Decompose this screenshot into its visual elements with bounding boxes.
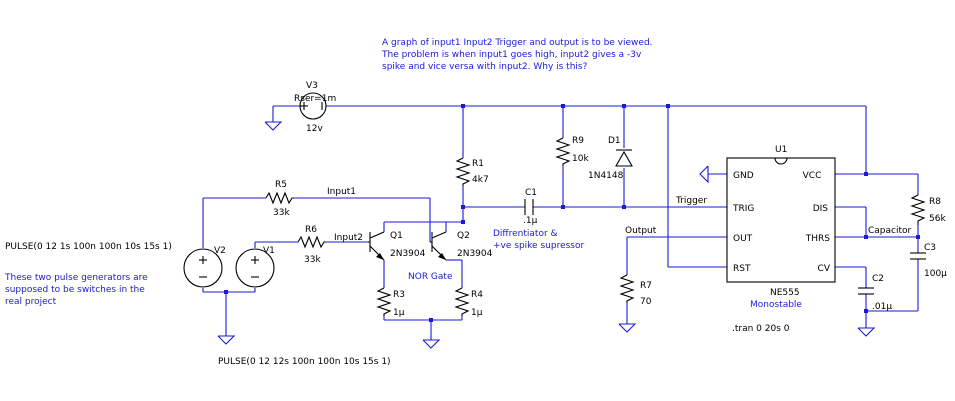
d1-name: D1 <box>608 136 621 146</box>
r5-name: R5 <box>275 180 287 190</box>
r8-value: 56k <box>929 214 946 224</box>
junction-dots <box>224 104 920 322</box>
q1-value: 2N3904 <box>390 249 426 259</box>
resistor-r4 <box>454 287 470 316</box>
ne555-chip <box>726 157 836 283</box>
switches-note-1: These two pulse generators are <box>4 273 148 283</box>
v3-param: Rser=1m <box>294 94 336 104</box>
differentiator-note-2: +ve spike supressor <box>493 241 584 251</box>
pin-cv: CV <box>818 264 831 274</box>
capacitor-c3 <box>910 252 926 260</box>
resistor-r8 <box>910 194 926 225</box>
resistor-r9 <box>555 137 571 166</box>
r1-name: R1 <box>472 159 484 169</box>
c1-value: .1µ <box>523 216 538 226</box>
r1-value: 4k7 <box>472 175 489 185</box>
u1-value: NE555 <box>770 288 800 298</box>
pin-gnd: GND <box>733 171 754 181</box>
v2-source <box>183 248 223 288</box>
nor-gate-note: NOR Gate <box>408 272 453 282</box>
resistor-r7 <box>619 274 635 303</box>
capacitor-c1 <box>524 199 534 215</box>
pin-dis: DIS <box>813 204 829 214</box>
pin-trig: TRIG <box>732 204 754 214</box>
differentiator-note-1: Diffrentiator & <box>493 229 558 239</box>
ground-symbols <box>217 121 876 349</box>
r8-name: R8 <box>929 197 941 207</box>
v3-name: V3 <box>306 81 318 91</box>
switches-note-3: real project <box>5 297 57 307</box>
pin-vcc: VCC <box>803 171 822 181</box>
transistor-q2 <box>430 231 462 261</box>
r6-value: 33k <box>304 255 321 265</box>
wires <box>202 105 919 340</box>
resistor-r1 <box>455 157 471 186</box>
r9-name: R9 <box>572 136 584 146</box>
r4-name: R4 <box>471 290 483 300</box>
r3-value: 1µ <box>393 308 405 318</box>
resistor-r6 <box>297 235 326 249</box>
pin-rst: RST <box>733 264 751 274</box>
r7-value: 70 <box>640 297 652 307</box>
r9-value: 10k <box>572 154 589 164</box>
labels: A graph of input1 Input2 Trigger and out… <box>4 38 947 367</box>
c2-value: .01µ <box>872 302 892 312</box>
q2-value: 2N3904 <box>457 249 493 259</box>
question-line-3: spike and vice versa with input2. Why is… <box>382 62 588 72</box>
r6-name: R6 <box>305 225 317 235</box>
c2-name: C2 <box>872 274 884 284</box>
switches-note-2: supposed to be switches in the <box>5 285 145 295</box>
pulse-v1-directive: PULSE(0 12 12s 100n 100n 10s 15s 1) <box>218 357 391 367</box>
d1-value: 1N4148 <box>588 171 624 181</box>
pulse-v2-directive: PULSE(0 12 1s 100n 100n 10s 15s 1) <box>5 242 172 252</box>
net-input1: Input1 <box>327 187 356 197</box>
r7-name: R7 <box>640 281 652 291</box>
question-line-2: The problem is when input1 goes high, in… <box>381 50 642 60</box>
transistor-q1 <box>368 231 385 261</box>
c1-name: C1 <box>525 188 537 198</box>
question-line-1: A graph of input1 Input2 Trigger and out… <box>382 38 653 48</box>
v2-name: V2 <box>214 246 226 256</box>
capacitor-c2 <box>858 287 874 295</box>
v3-source <box>299 92 327 120</box>
q2-name: Q2 <box>457 231 470 241</box>
u1-name: U1 <box>775 145 787 155</box>
net-capacitor: Capacitor <box>868 226 912 236</box>
c3-name: C3 <box>924 243 936 253</box>
tran-directive: .tran 0 20s 0 <box>732 324 790 334</box>
q1-name: Q1 <box>390 231 403 241</box>
pin-thrs: THRS <box>805 234 831 244</box>
r4-value: 1µ <box>471 308 483 318</box>
r5-value: 33k <box>273 208 290 218</box>
resistor-r3 <box>376 287 392 316</box>
v1-name: V1 <box>263 246 275 256</box>
net-input2: Input2 <box>334 233 363 243</box>
diode-d1 <box>615 149 633 167</box>
v1-source <box>235 248 275 288</box>
net-trigger: Trigger <box>675 196 707 206</box>
pin-out: OUT <box>733 234 753 244</box>
v3-value: 12v <box>306 124 323 134</box>
r3-name: R3 <box>393 290 405 300</box>
monostable-note: Monostable <box>750 300 802 310</box>
net-output: Output <box>625 226 657 236</box>
resistor-r5 <box>265 191 294 205</box>
c3-value: 100µ <box>924 269 947 279</box>
